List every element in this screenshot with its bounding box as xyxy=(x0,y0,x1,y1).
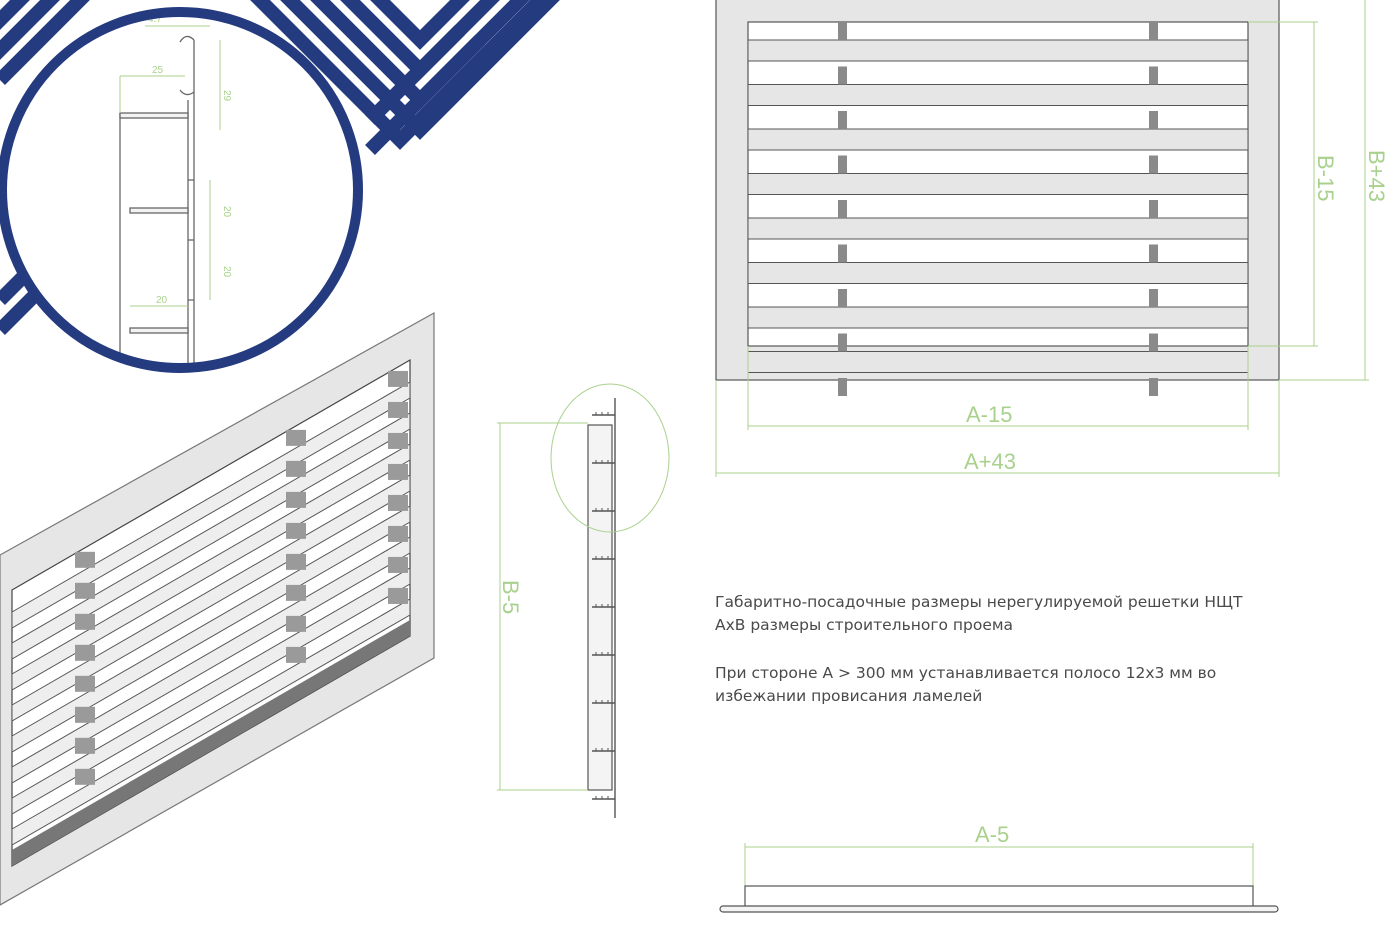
front-support-tab xyxy=(838,333,847,352)
front-support-tab xyxy=(1149,289,1158,307)
detail-dim-4: 20 xyxy=(221,206,232,218)
front-support-tab xyxy=(838,22,847,40)
front-support-tab xyxy=(838,289,847,307)
isometric-support-tab xyxy=(388,556,408,573)
front-support-tab xyxy=(838,155,847,174)
isometric-support-tab xyxy=(286,522,306,539)
isometric-support-tab xyxy=(388,401,408,418)
isometric-support-tab xyxy=(286,460,306,477)
front-support-tab xyxy=(1149,66,1158,85)
description-line-1: Габаритно-посадочные размеры нерегулируе… xyxy=(715,593,1243,611)
front-slat xyxy=(747,39,1249,62)
front-support-tab xyxy=(1149,333,1158,352)
front-slat xyxy=(747,173,1249,195)
inner-width-label: A-15 xyxy=(966,402,1012,427)
isometric-support-tab xyxy=(75,675,95,692)
front-slat xyxy=(747,217,1249,240)
front-support-tab xyxy=(1149,378,1158,396)
isometric-grille xyxy=(0,311,435,906)
isometric-support-tab xyxy=(286,429,306,446)
isometric-support-tab xyxy=(286,584,306,601)
front-slat xyxy=(747,351,1249,373)
front-support-tab xyxy=(838,378,847,396)
front-support-tab xyxy=(1149,111,1158,129)
isometric-support-tab xyxy=(286,646,306,663)
isometric-slat xyxy=(11,536,411,784)
detail-callout: 4.7 25 29 20 20 20 xyxy=(0,7,363,373)
isometric-support-tab xyxy=(388,463,408,480)
isometric-slat xyxy=(11,443,411,691)
front-slats xyxy=(747,22,1249,396)
side-view: B-5 xyxy=(497,383,670,818)
front-slat xyxy=(747,128,1249,151)
inner-height-label: B-15 xyxy=(1313,155,1338,201)
isometric-support-tab xyxy=(388,370,408,387)
decorative-stripes xyxy=(0,0,560,335)
front-support-tab xyxy=(1149,200,1158,218)
outer-width-label: A+43 xyxy=(964,449,1016,474)
detail-dim-6: 20 xyxy=(156,295,168,306)
isometric-slats xyxy=(11,370,411,846)
front-support-tab xyxy=(838,244,847,263)
front-slat xyxy=(747,306,1249,329)
bottom-width-label: A-5 xyxy=(975,822,1009,847)
front-support-tab xyxy=(1149,22,1158,40)
isometric-support-tab xyxy=(75,551,95,568)
isometric-support-tab xyxy=(75,737,95,754)
isometric-slat xyxy=(11,474,411,722)
description-note: При стороне А > 300 мм устанавливается п… xyxy=(715,662,1295,708)
isometric-slat xyxy=(11,598,411,846)
detail-dim-5: 20 xyxy=(221,266,232,278)
side-height-label: B-5 xyxy=(498,580,523,614)
isometric-slat xyxy=(11,505,411,753)
isometric-support-tab xyxy=(75,613,95,630)
detail-dim-2: 25 xyxy=(152,65,164,76)
front-support-tab xyxy=(838,66,847,85)
isometric-support-tab xyxy=(286,553,306,570)
isometric-support-tab xyxy=(75,768,95,785)
side-view-blade-ticks xyxy=(592,412,615,800)
detail-dim-1: 4.7 xyxy=(148,14,162,25)
front-support-tab xyxy=(838,200,847,218)
front-support-tab xyxy=(1149,244,1158,263)
isometric-support-tab xyxy=(388,525,408,542)
isometric-slat xyxy=(11,381,411,629)
isometric-support-tab xyxy=(388,494,408,511)
description-line-2: АхВ размеры строительного проема xyxy=(715,616,1014,634)
isometric-support-tab xyxy=(388,587,408,604)
isometric-slat xyxy=(11,567,411,815)
front-view: B-15 B+43 A-15 A+43 xyxy=(715,0,1389,477)
isometric-slat xyxy=(11,412,411,660)
bottom-view: A-5 xyxy=(719,822,1279,913)
detail-dim-3: 29 xyxy=(221,90,232,102)
isometric-support-tab xyxy=(75,644,95,661)
isometric-support-tab xyxy=(286,615,306,632)
description-line-4: избежании провисания ламелей xyxy=(715,687,983,705)
isometric-support-tab xyxy=(75,706,95,723)
isometric-support-tab xyxy=(388,432,408,449)
outer-height-label: B+43 xyxy=(1364,150,1389,202)
front-support-tab xyxy=(1149,155,1158,174)
isometric-support-tab xyxy=(286,491,306,508)
front-support-tab xyxy=(838,111,847,129)
isometric-support-tab xyxy=(75,582,95,599)
front-slat xyxy=(747,262,1249,284)
description-line-3: При стороне А > 300 мм устанавливается п… xyxy=(715,664,1217,682)
description-dimensions: Габаритно-посадочные размеры нерегулируе… xyxy=(715,591,1295,637)
front-slat xyxy=(747,84,1249,106)
